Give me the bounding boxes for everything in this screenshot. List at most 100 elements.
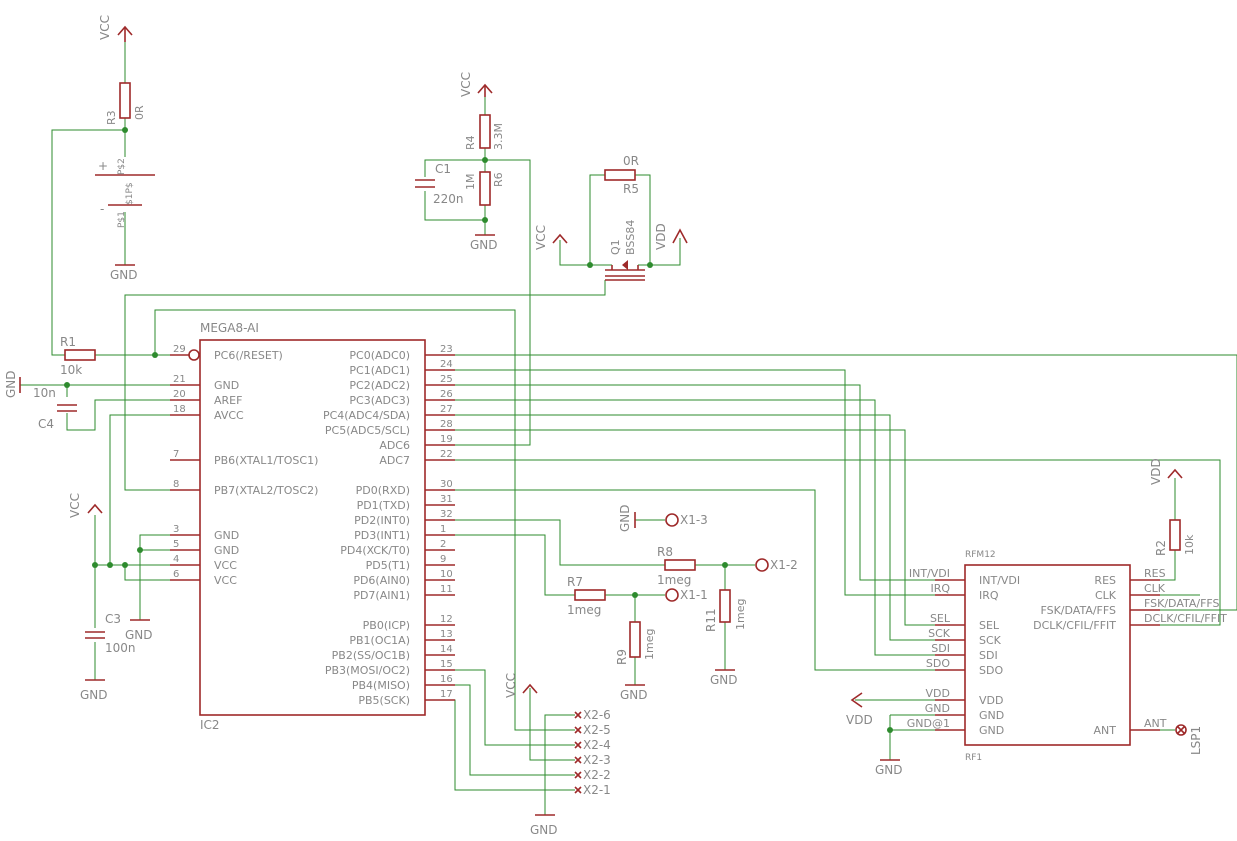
rf1-net-label: IRQ: [930, 582, 950, 595]
ic2-pin-number: 19: [440, 434, 453, 445]
ic2-pin-number: 4: [173, 554, 179, 565]
resistor-r8: R8 1meg: [657, 545, 696, 587]
rf1-net-label: SDI: [931, 642, 950, 655]
svg-text:X2-6: X2-6: [583, 708, 611, 722]
svg-text:R7: R7: [567, 575, 583, 589]
svg-text:R1: R1: [60, 335, 76, 349]
rf1-net-label: ANT: [1144, 717, 1167, 730]
svg-text:$1P$: $1P$: [125, 182, 135, 205]
gnd-label: GND: [110, 268, 138, 282]
rf1-net-label: CLK: [1144, 582, 1166, 595]
rf1-pin-label: SEL: [979, 619, 1000, 632]
svg-text:RFM12: RFM12: [965, 550, 996, 560]
svg-text:LSP1: LSP1: [1189, 726, 1203, 755]
rf1-pin-label: SCK: [979, 634, 1002, 647]
ic2-pin-label: PB4(MISO): [352, 679, 410, 692]
svg-text:X1-1: X1-1: [680, 588, 708, 602]
ic2-pin-number: 30: [440, 479, 453, 490]
svg-text:+: +: [98, 159, 108, 173]
svg-text:MEGA8-AI: MEGA8-AI: [200, 321, 259, 335]
rf1-net-label: GND@1: [907, 717, 950, 730]
resistor-r11: R11 1meg: [704, 589, 747, 632]
svg-text:1M: 1M: [464, 174, 477, 191]
svg-text:220n: 220n: [433, 192, 464, 206]
svg-text:RF1: RF1: [965, 753, 982, 763]
svg-text:1meg: 1meg: [567, 603, 601, 617]
rf1-net-label: SEL: [930, 612, 951, 625]
svg-text:R3: R3: [105, 110, 118, 125]
rf1-pin-label: GND: [979, 709, 1004, 722]
ic2-pin-number: 12: [440, 614, 453, 625]
ic2-pin-number: 6: [173, 569, 179, 580]
rf1-net-label: SDO: [926, 657, 950, 670]
svg-text:X1-2: X1-2: [770, 558, 798, 572]
gnd-label: GND: [875, 763, 903, 777]
ic2-pin-label: PC4(ADC4/SDA): [323, 409, 410, 422]
rf1-pin-label: IRQ: [979, 589, 999, 602]
ic2-pin-label: PB6(XTAL1/TOSC1): [214, 454, 318, 467]
rf1-net-label: RES: [1144, 567, 1166, 580]
ic2-pin-label: PB5(SCK): [358, 694, 410, 707]
svg-text:P$2: P$2: [117, 158, 127, 175]
ic2-pin-label: PD3(INT1): [354, 529, 410, 542]
svg-text:10k: 10k: [1183, 534, 1196, 555]
ic2-pin-label: PB1(OC1A): [349, 634, 410, 647]
ic2-pin-label: PB0(ICP): [363, 619, 410, 632]
resistor-r9: R9 1meg: [615, 621, 656, 665]
vcc-label: VCC: [98, 15, 112, 40]
ic2-pin-label: VCC: [214, 574, 237, 587]
connector-x1: X1-3 X1-2 X1-1: [665, 513, 798, 602]
ic2-pin-number: 32: [440, 509, 453, 520]
svg-text:1meg: 1meg: [657, 573, 691, 587]
rf1-net-label: VDD: [926, 687, 950, 700]
svg-text:X1-3: X1-3: [680, 513, 708, 527]
rf1-pin-label: FSK/DATA/FFS: [1040, 604, 1116, 617]
capacitor-c4: 10n C4: [33, 386, 77, 431]
ic2-pin-number: 7: [173, 449, 179, 460]
ic2-pin-number: 24: [440, 359, 453, 370]
ic2-pin-label: AVCC: [214, 409, 244, 422]
svg-text:X2-5: X2-5: [583, 723, 611, 737]
svg-text:0R: 0R: [623, 154, 639, 168]
svg-text:X2-1: X2-1: [583, 783, 611, 797]
svg-text:X2-4: X2-4: [583, 738, 611, 752]
ic2-pin-label: GND: [214, 379, 239, 392]
ic2-pin-label: PC6(/RESET): [214, 349, 283, 362]
ic2-pin-number: 9: [440, 554, 446, 565]
ic2-pin-number: 2: [440, 539, 446, 550]
gnd-label: GND: [125, 628, 153, 642]
battery: + - P$2 P$1 $1P$: [95, 158, 155, 228]
rf1-net-label: GND: [925, 702, 950, 715]
ic2-pin-number: 25: [440, 374, 453, 385]
ic2-pin-number: 22: [440, 449, 453, 460]
svg-text:R8: R8: [657, 545, 673, 559]
ic2-pin-label: PD0(RXD): [356, 484, 410, 497]
svg-text:R2: R2: [1154, 540, 1168, 556]
resistor-r5: 0R R5: [604, 154, 639, 196]
ic2-pin-label: ADC7: [379, 454, 410, 467]
resistor-r4: R4 3.3M: [464, 114, 505, 150]
resistor-r6: 1M R6: [464, 171, 505, 206]
vdd-label: VDD: [654, 223, 668, 250]
ic2-pin-number: 14: [440, 644, 453, 655]
gnd-label: GND: [530, 823, 558, 837]
ic2-pin-number: 3: [173, 524, 179, 535]
rf1-pin-label: ANT: [1094, 724, 1117, 737]
resistor-r3: R3 0R: [105, 82, 146, 125]
ic2-pin-label: PC3(ADC3): [349, 394, 410, 407]
ic2-pin-number: 23: [440, 344, 453, 355]
ic2-pin-number: 20: [173, 389, 186, 400]
gnd-label: GND: [470, 238, 498, 252]
ic2-pin-label: PB3(MOSI/OC2): [325, 664, 410, 677]
svg-text:IC2: IC2: [200, 718, 220, 732]
resistor-r1: R1 10k: [60, 335, 96, 377]
ic2-pin-label: GND: [214, 529, 239, 542]
ic2-pin-label: PD7(AIN1): [353, 589, 410, 602]
ic2-pin-number: 16: [440, 674, 453, 685]
ic2-pin-label: PC5(ADC5/SCL): [325, 424, 410, 437]
ic2-pin-number: 11: [440, 584, 453, 595]
ic2-pin-number: 29: [173, 344, 186, 355]
rf1-pin-label: DCLK/CFIL/FFIT: [1033, 619, 1116, 632]
svg-text:R9: R9: [615, 649, 629, 665]
